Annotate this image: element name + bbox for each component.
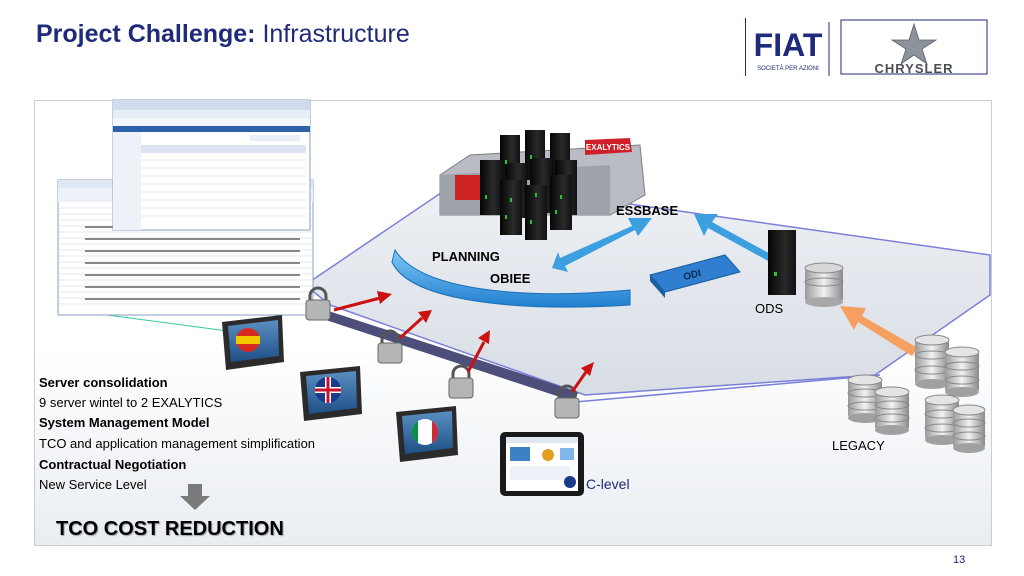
page-title: Project Challenge: Infrastructure: [36, 20, 410, 49]
fiat-logo: FIAT SOCIETÀ PER AZIONI: [745, 18, 830, 76]
odi-block: ODI: [649, 254, 741, 298]
bullet-contractual: Contractual Negotiation: [39, 457, 187, 472]
down-arrow-icon: [180, 484, 210, 510]
planning-arc: [391, 248, 631, 308]
network-bar: [265, 292, 578, 402]
chrysler-logo: CHRYSLER: [840, 19, 988, 76]
bullet-system-management: System Management Model: [39, 415, 210, 430]
fiat-logo-text: FIAT: [754, 27, 823, 63]
monitor-uk: [300, 366, 362, 421]
essbase-label: ESSBASE: [616, 203, 678, 218]
bullet-server-count: 9 server wintel to 2 EXALYTICS: [39, 395, 223, 410]
title-bold: Project Challenge:: [36, 20, 256, 48]
bullet-tco-simplification: TCO and application management simplific…: [39, 436, 316, 451]
tablet-dashboard: [500, 432, 584, 496]
page-number: 13: [953, 554, 966, 566]
odi-label: ODI: [682, 268, 702, 283]
obiee-label: OBIEE: [490, 271, 531, 286]
exalytics-label: EXALYTICS: [586, 143, 631, 152]
bullet-server-consolidation: Server consolidation: [39, 375, 168, 390]
ods-server: [768, 230, 844, 307]
fiat-logo-sub: SOCIETÀ PER AZIONI: [757, 65, 819, 72]
monitor-italy: [396, 406, 458, 462]
planning-label: PLANNING: [432, 249, 500, 264]
bullet-new-service: New Service Level: [39, 477, 147, 492]
clevel-label: C-level: [586, 476, 630, 492]
red-arrows: [333, 291, 594, 393]
legacy-label: LEGACY: [832, 438, 885, 453]
monitor-spain: [222, 315, 284, 370]
planning-screenshot-front: [112, 99, 311, 231]
tco-cost-reduction: TCO COST REDUCTION: [56, 518, 284, 540]
server-cluster: [480, 130, 577, 240]
blue-arrows: [552, 214, 774, 272]
ods-label: ODS: [755, 301, 784, 316]
orange-arrow: [840, 306, 918, 356]
padlock-icons: [305, 286, 580, 419]
chrysler-logo-text: CHRYSLER: [874, 61, 953, 76]
title-rest: Infrastructure: [255, 20, 410, 48]
legacy-databases: [847, 334, 986, 453]
